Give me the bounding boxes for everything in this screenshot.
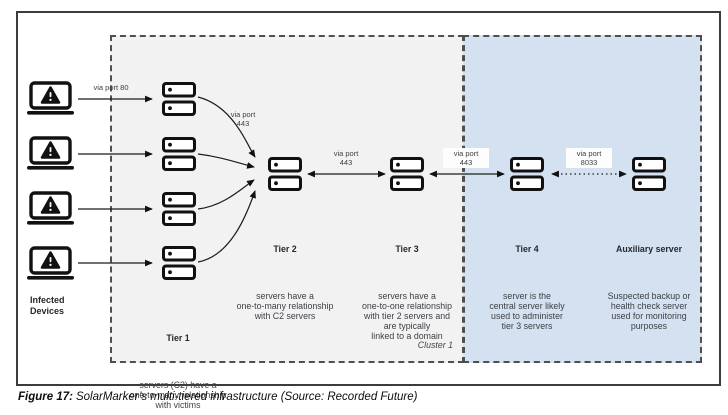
tier2-name: Tier 2 — [273, 244, 297, 254]
infected-laptop-icon — [27, 191, 74, 225]
tier3-server-stack-icon — [390, 157, 424, 191]
port-label-443-c: via port 443 — [443, 148, 489, 168]
port-label-8033: via port 8033 — [566, 148, 612, 168]
tier3-description: servers have a one-to-one relationship w… — [362, 291, 452, 341]
port-label-443-b: via port 443 — [333, 149, 359, 167]
tier4-server-stack-icon — [510, 157, 544, 191]
auxiliary-server-label: Auxiliary server Suspected backup or hea… — [590, 208, 708, 367]
infected-devices-label: Infected Devices — [30, 295, 65, 316]
auxiliary-server-stack-icon — [632, 157, 666, 191]
tier4-label: Tier 4 server is the central server like… — [470, 208, 584, 367]
cluster-1-label: Cluster 1 — [417, 340, 453, 350]
tier1-server-stack-icon — [162, 246, 196, 280]
figure-caption: Figure 17:SolarMarker’s multi-tiered inf… — [18, 391, 417, 403]
auxiliary-server-name: Auxiliary server — [615, 244, 683, 254]
figure-caption-text: SolarMarker’s multi-tiered infrastructur… — [75, 391, 418, 403]
infected-laptop-icon — [27, 136, 74, 170]
figure-caption-number: Figure 17: — [18, 391, 73, 403]
auxiliary-region — [463, 35, 702, 363]
tier4-description: server is the central server likely used… — [489, 291, 565, 331]
tier2-description: servers have a one-to-many relationship … — [236, 291, 334, 321]
tier1-server-stack-icon — [162, 137, 196, 171]
tier1-server-stack-icon — [162, 82, 196, 116]
port-label-443-a: via port 443 — [230, 110, 256, 128]
tier1-name: Tier 1 — [166, 333, 190, 343]
port-label-80: via port 80 — [93, 83, 129, 92]
infected-laptop-icon — [27, 81, 74, 115]
tier2-label: Tier 2 servers have a one-to-many relati… — [228, 208, 342, 357]
auxiliary-server-description: Suspected backup or health check server … — [607, 291, 691, 331]
tier1-label: Tier 1 servers (C2) have a one-to-many r… — [118, 297, 238, 415]
infected-laptop-icon — [27, 246, 74, 280]
tier4-name: Tier 4 — [515, 244, 539, 254]
tier3-name: Tier 3 — [395, 244, 419, 254]
tier3-label: Tier 3 servers have a one-to-one relatio… — [348, 208, 466, 377]
tier1-description: servers (C2) have a one-to-many relation… — [129, 380, 227, 410]
tier2-server-stack-icon — [268, 157, 302, 191]
tier1-server-stack-icon — [162, 192, 196, 226]
